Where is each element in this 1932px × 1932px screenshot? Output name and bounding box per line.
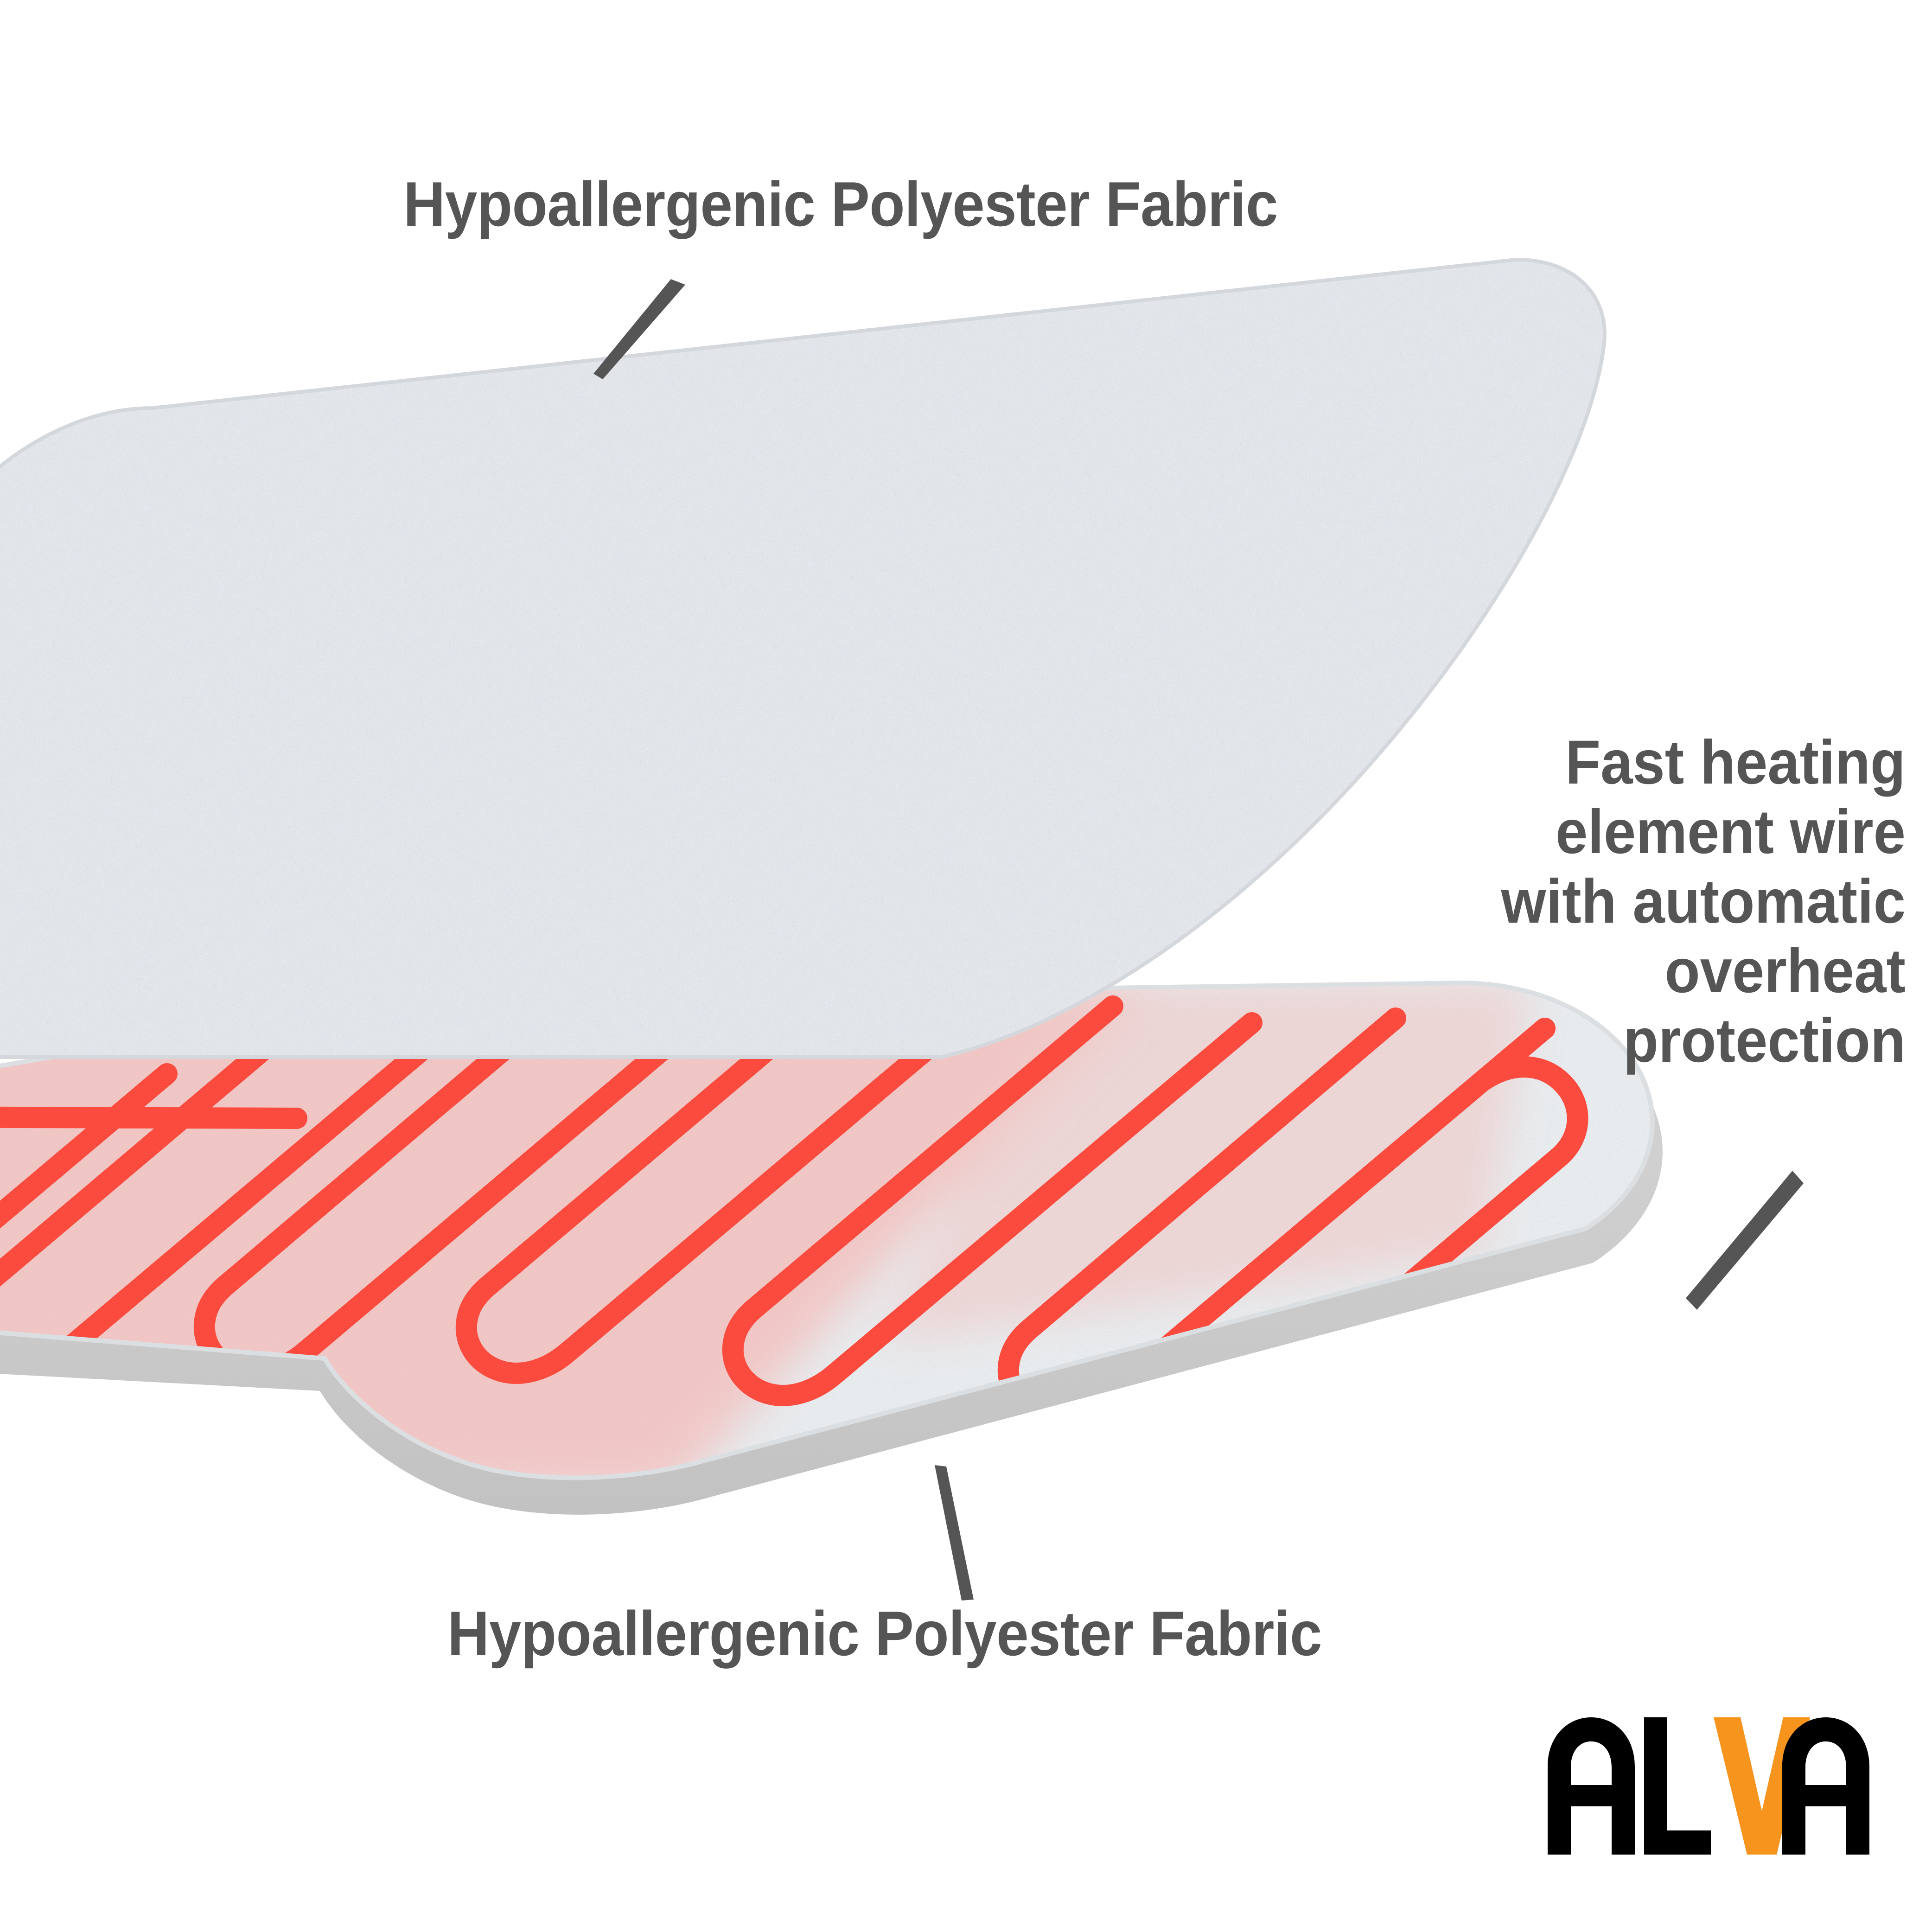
alva-logo [1544,1715,1873,1855]
leader-lines [593,279,1804,1600]
logo-letter-a-2 [1782,1717,1869,1855]
logo-letter-l [1644,1717,1711,1855]
label-heating-element-line-1: Fast heating [1565,728,1906,797]
bottom-fabric-layer [0,980,1663,1515]
label-heating-element-line-5: protection [1623,1006,1906,1076]
label-heating-element-line-2: element wire [1556,797,1906,867]
label-bottom-fabric: Hypoallergenic Polyester Fabric [447,1598,1322,1669]
alva-wordmark [1548,1717,1869,1855]
label-heating-element-line-3: with automatic [1501,867,1906,937]
leader-line-top [593,279,685,379]
top-layer-outline [0,257,1607,1059]
label-top-fabric: Hypoallergenic Polyester Fabric [403,169,1278,239]
leader-line-bottom [935,1465,974,1600]
leader-line-right [1686,1171,1804,1310]
label-heating-element: Fast heating element wire with automatic… [1340,728,1906,1076]
logo-letter-a-1 [1548,1717,1635,1855]
label-heating-element-line-4: overheat [1664,937,1906,1006]
